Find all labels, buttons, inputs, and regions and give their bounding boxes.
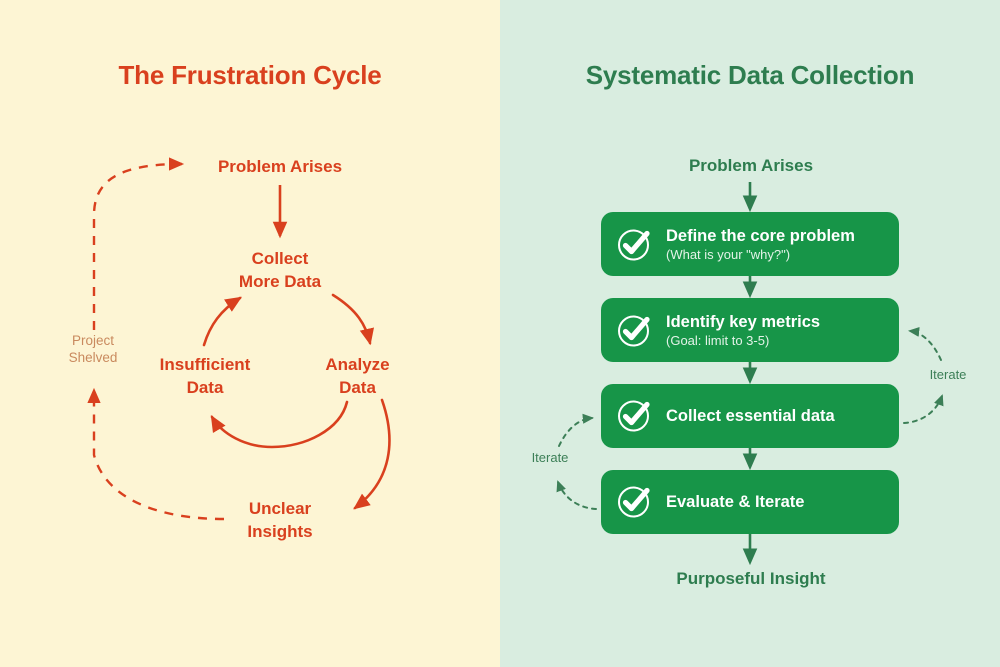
node-project-shelved: Project Shelved [68, 333, 118, 365]
step-title: Collect essential data [666, 407, 835, 425]
check-circle-icon [614, 481, 656, 523]
dashed-iterate-loop-right-lower [903, 394, 944, 424]
arrow-collect-to-analyze [331, 293, 374, 346]
frustration-cycle-panel: The Frustration Cycle [68, 60, 391, 541]
dashed-iterate-loop-left-upper [558, 413, 594, 447]
step-title: Evaluate & Iterate [666, 493, 805, 511]
arrow-analyze-to-insufficient [210, 400, 349, 449]
check-circle-icon [614, 223, 656, 265]
check-circle-icon [614, 309, 656, 351]
step-title: Identify key metrics [666, 312, 821, 331]
step-subtitle: (Goal: limit to 3-5) [666, 332, 770, 348]
step-box-collect-essential-data[interactable]: Collect essential data [601, 384, 899, 448]
page-title-left: The Frustration Cycle [118, 60, 382, 90]
dashed-unclear-to-shelved [87, 387, 225, 521]
step-box-evaluate-and-iterate[interactable]: Evaluate & Iterate [601, 470, 899, 534]
flow-exit-label: Purposeful Insight [676, 569, 826, 588]
systematic-collection-panel: Systematic Data Collection [500, 0, 1000, 667]
step-subtitle: (What is your "why?") [666, 246, 791, 262]
check-circle-icon [614, 395, 656, 437]
node-analyze-data: Analyze Data [325, 355, 390, 397]
arrow-analyze-to-unclear [353, 398, 391, 510]
flow-entry-label: Problem Arises [688, 156, 814, 175]
page-title-right: Systematic Data Collection [585, 60, 915, 90]
node-problem-arises: Problem Arises [217, 157, 343, 176]
node-collect-more-data: Collect More Data [238, 249, 322, 291]
step-box-identify-key-metrics[interactable]: Identify key metrics (Goal: limit to 3-5… [601, 298, 899, 362]
dashed-shelved-to-problem [92, 157, 185, 330]
arrow-insufficient-to-collect [202, 296, 242, 347]
iterate-label-right: Iterate [929, 367, 967, 382]
iterate-label-left: Iterate [531, 450, 569, 465]
step-title: Define the core problem [666, 226, 855, 245]
node-unclear-insights: Unclear Insights [247, 499, 313, 541]
dashed-iterate-loop-right-upper [908, 326, 942, 361]
step-box-define-core-problem[interactable]: Define the core problem (What is your "w… [601, 212, 899, 276]
dashed-iterate-loop-left-lower [556, 480, 597, 510]
node-insufficient-data: Insufficient Data [159, 355, 251, 397]
